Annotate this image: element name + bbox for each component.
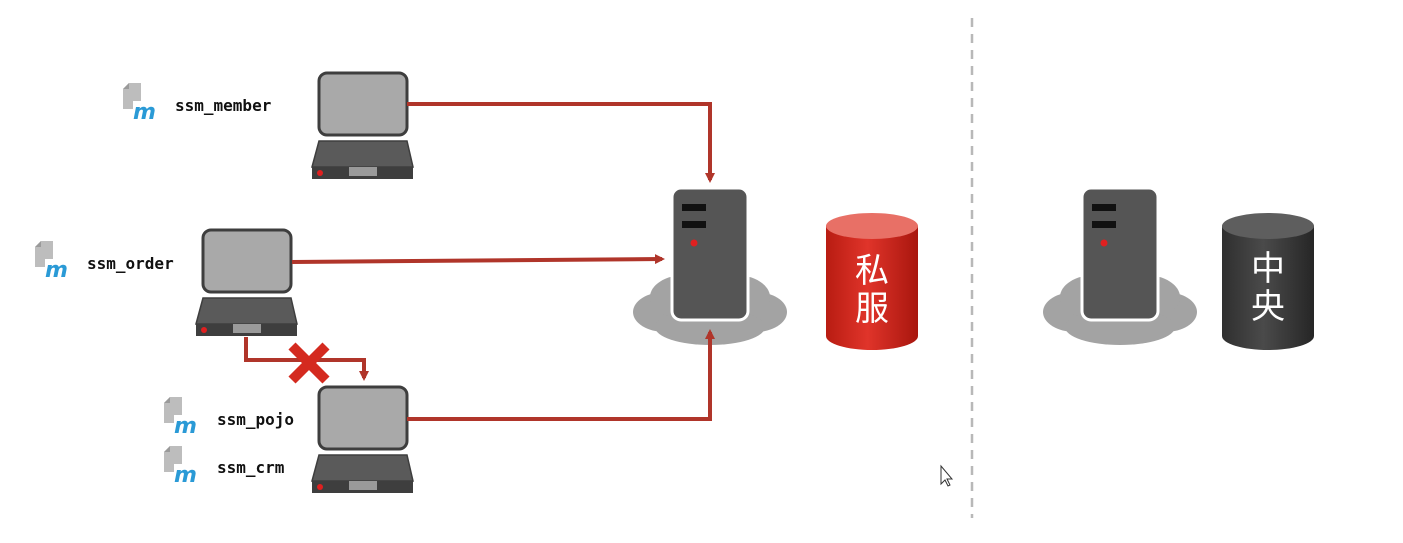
mouse-cursor-icon — [940, 464, 954, 487]
module-label-ssm-crm: ssm_crm — [217, 458, 285, 477]
dependency-arrows — [244, 102, 715, 421]
server-icon — [670, 186, 750, 322]
central-repo-label-line2: 央 — [1251, 287, 1285, 327]
computer-icon — [310, 385, 415, 495]
arrow-pojo-to-private — [407, 329, 715, 421]
arrow-member-to-private — [407, 102, 715, 183]
blocked-x-icon — [288, 342, 330, 384]
central-repo-label-line1: 中 — [1251, 249, 1285, 289]
server-icon — [1080, 186, 1160, 322]
maven-module-icon — [35, 241, 68, 283]
module-label-ssm-pojo: ssm_pojo — [217, 410, 294, 429]
module-label-ssm-member: ssm_member — [175, 96, 271, 115]
maven-module-icon — [164, 397, 197, 439]
module-label-ssm-order: ssm_order — [87, 254, 174, 273]
computer-icon — [310, 71, 415, 181]
maven-module-icon — [123, 83, 156, 125]
central-repository: 中 央 — [1222, 213, 1314, 350]
private-repository: 私 服 — [826, 213, 918, 350]
computer-icon — [194, 228, 299, 338]
private-repo-label-line1: 私 — [855, 251, 889, 291]
private-repo-label-line2: 服 — [855, 289, 889, 329]
arrow-order-to-private — [291, 254, 665, 265]
maven-module-icon — [164, 446, 197, 488]
